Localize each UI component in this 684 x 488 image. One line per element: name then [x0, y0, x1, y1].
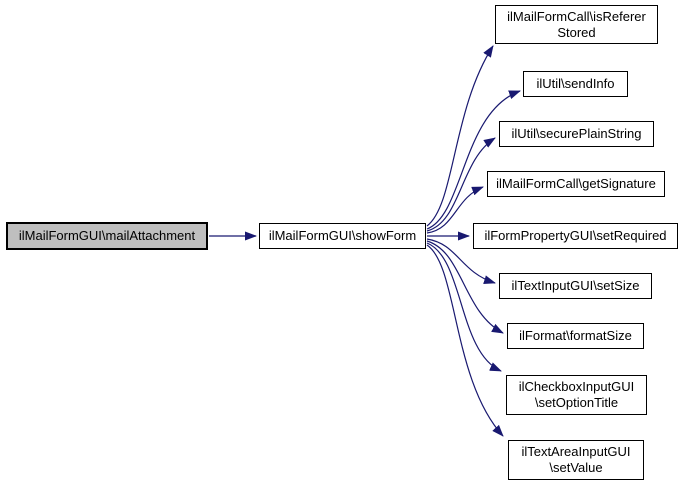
node-setoptiontitle-line2: \setOptionTitle — [534, 395, 619, 410]
node-secureplainstring-label: ilUtil\securePlainString — [511, 126, 642, 141]
node-secureplainstring[interactable]: ilUtil\securePlainString — [499, 121, 654, 147]
node-showform-label: ilMailFormGUI\showForm — [268, 228, 417, 243]
node-setvalue-line1: ilTextAreaInputGUI — [521, 444, 631, 459]
node-setsize-label: ilTextInputGUI\setSize — [511, 278, 640, 293]
node-isrefererstored-line2: Stored — [557, 24, 596, 40]
node-getsignature[interactable]: ilMailFormCall\getSignature — [487, 171, 665, 197]
node-setrequired[interactable]: ilFormPropertyGUI\setRequired — [473, 223, 678, 249]
edge-showform-getsignature — [426, 186, 484, 234]
node-isrefererstored-line1: ilMailFormCall\isReferer — [507, 8, 646, 24]
node-formatsize-label: ilFormat\formatSize — [519, 328, 632, 343]
node-setoptiontitle[interactable]: ilCheckboxInputGUI \setOptionTitle — [506, 375, 647, 415]
edge-showform-secureplainstring — [426, 137, 496, 232]
node-isrefererstored[interactable]: ilMailFormCall\isReferer Stored — [495, 5, 658, 44]
edge-showform-formatsize — [426, 240, 504, 334]
node-formatsize[interactable]: ilFormat\formatSize — [507, 323, 644, 349]
node-setoptiontitle-line1: ilCheckboxInputGUI — [518, 379, 635, 394]
node-sendinfo-label: ilUtil\sendInfo — [536, 76, 615, 91]
node-setvalue[interactable]: ilTextAreaInputGUI \setValue — [508, 440, 644, 480]
node-mailattachment-label: ilMailFormGUI\mailAttachment — [18, 228, 196, 243]
edge-showform-setsize — [426, 238, 496, 284]
node-sendinfo[interactable]: ilUtil\sendInfo — [523, 71, 628, 97]
node-showform[interactable]: ilMailFormGUI\showForm — [259, 223, 426, 249]
node-setrequired-label: ilFormPropertyGUI\setRequired — [484, 228, 667, 243]
edge-showform-setoptiontitle — [426, 242, 502, 372]
node-setsize[interactable]: ilTextInputGUI\setSize — [499, 273, 652, 299]
edge-showform-setvalue — [426, 244, 504, 437]
edge-showform-sendinfo — [426, 90, 521, 230]
node-mailattachment: ilMailFormGUI\mailAttachment — [6, 222, 208, 250]
node-setvalue-line2: \setValue — [549, 460, 603, 475]
edge-showform-isrefererstored — [426, 45, 494, 227]
node-getsignature-label: ilMailFormCall\getSignature — [496, 176, 656, 191]
